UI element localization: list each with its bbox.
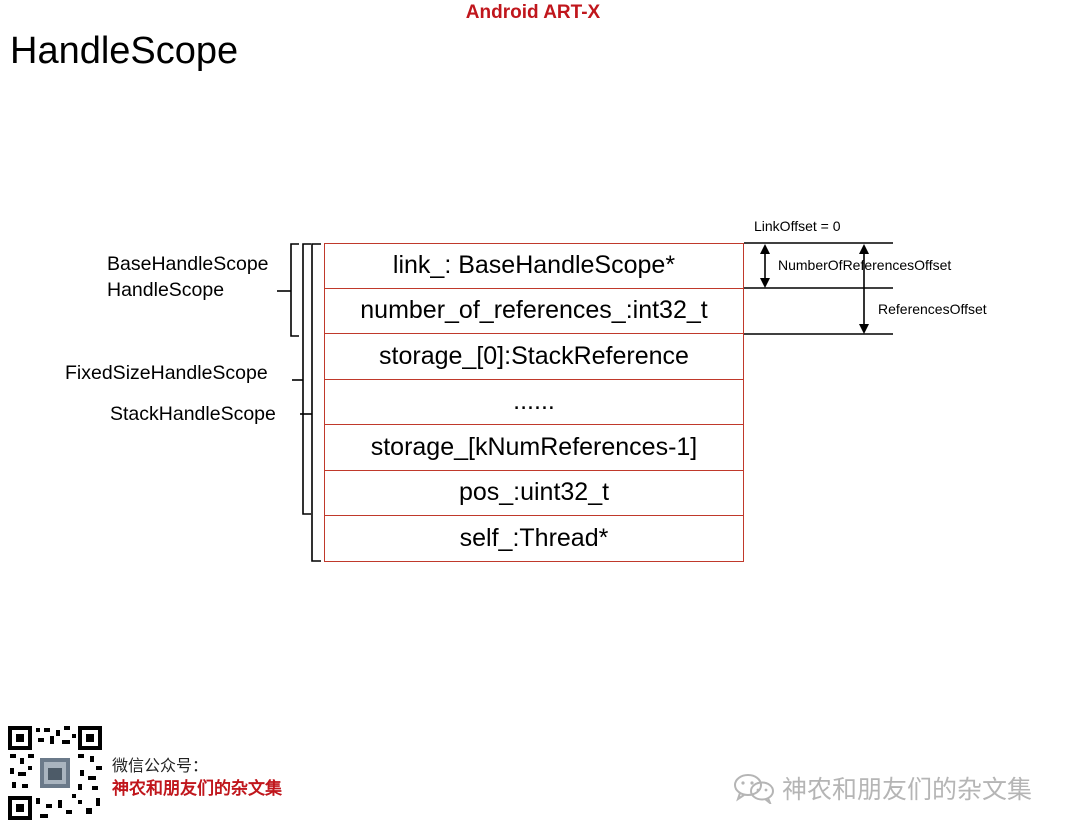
page-title: HandleScope: [10, 30, 239, 72]
bracket-stack-handle-scope: [311, 243, 321, 562]
arrow-down-head: [859, 324, 869, 334]
field-pos: pos_:uint32_t: [324, 470, 744, 516]
field-number-of-references: number_of_references_:int32_t: [324, 288, 744, 334]
field-storage-last: storage_[kNumReferences-1]: [324, 425, 744, 471]
label-number-of-references-offset: NumberOfReferencesOffset: [778, 257, 952, 273]
arrow-up-head: [859, 244, 869, 254]
footer-account-name: 神农和朋友们的杂文集: [112, 779, 282, 798]
memory-layout-table: link_: BaseHandleScope* number_of_refere…: [324, 243, 744, 562]
label-link-offset: LinkOffset = 0: [754, 218, 841, 234]
arrow-down-head: [760, 278, 770, 288]
watermark-text: 神农和朋友们的杂文集: [782, 776, 1033, 804]
watermark: 神农和朋友们的杂文集: [732, 770, 1032, 806]
field-ellipsis: ......: [324, 379, 744, 425]
field-self: self_:Thread*: [324, 516, 744, 562]
field-storage-first: storage_[0]:StackReference: [324, 334, 744, 380]
wechat-icon: [734, 774, 774, 804]
label-references-offset: ReferencesOffset: [878, 301, 987, 317]
label-handle-scope: HandleScope: [107, 279, 225, 301]
arrow-up-head: [760, 244, 770, 254]
footer-label: 微信公众号：: [112, 758, 209, 775]
bracket-handle-scope: [290, 243, 299, 337]
label-base-handle-scope: BaseHandleScope: [107, 253, 269, 275]
label-stack-handle-scope: StackHandleScope: [110, 403, 276, 425]
label-fixed-size-handle-scope: FixedSizeHandleScope: [65, 362, 268, 384]
bracket-fixed-size-handle-scope: [302, 243, 311, 515]
header-title: Android ART-X: [465, 2, 601, 23]
qr-code-icon: [6, 724, 104, 822]
field-link: link_: BaseHandleScope*: [324, 243, 744, 289]
